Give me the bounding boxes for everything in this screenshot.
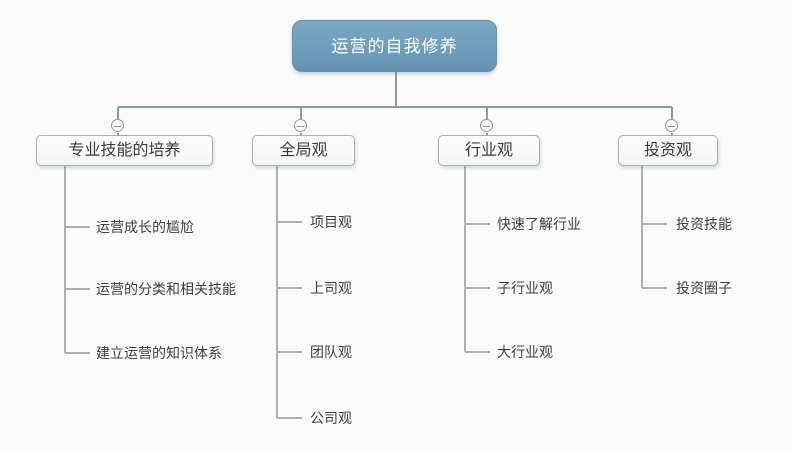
subtopic[interactable]: 建立运营的知识体系: [96, 345, 222, 361]
subtopic[interactable]: 投资技能: [676, 216, 732, 232]
subtopic[interactable]: 运营的分类和相关技能: [96, 281, 236, 297]
collapse-icon[interactable]: [480, 119, 493, 132]
branch-topic-skills[interactable]: 专业技能的培养: [36, 135, 213, 166]
subtopic[interactable]: 子行业观: [497, 280, 553, 296]
branch2-child-connectors: [276, 166, 302, 419]
subtopic[interactable]: 大行业观: [497, 344, 553, 360]
subtopic[interactable]: 项目观: [310, 214, 352, 230]
root-connector: [117, 72, 673, 135]
subtopic[interactable]: 团队观: [310, 344, 352, 360]
subtopic[interactable]: 投资圈子: [676, 280, 732, 296]
subtopic[interactable]: 公司观: [310, 410, 352, 426]
branch-topic-investment[interactable]: 投资观: [618, 135, 718, 166]
branch4-child-connectors: [641, 166, 667, 289]
branch1-child-connectors: [64, 166, 90, 354]
branch-topic-industry[interactable]: 行业观: [438, 135, 540, 166]
subtopic[interactable]: 运营成长的尴尬: [96, 219, 194, 235]
collapse-icon[interactable]: [294, 119, 307, 132]
collapse-icon[interactable]: [665, 119, 678, 132]
root-topic[interactable]: 运营的自我修养: [292, 20, 497, 72]
branch-topic-overview[interactable]: 全局观: [252, 135, 355, 166]
collapse-icon[interactable]: [111, 119, 124, 132]
subtopic[interactable]: 上司观: [310, 280, 352, 296]
branch3-child-connectors: [464, 166, 490, 353]
subtopic[interactable]: 快速了解行业: [497, 216, 581, 232]
